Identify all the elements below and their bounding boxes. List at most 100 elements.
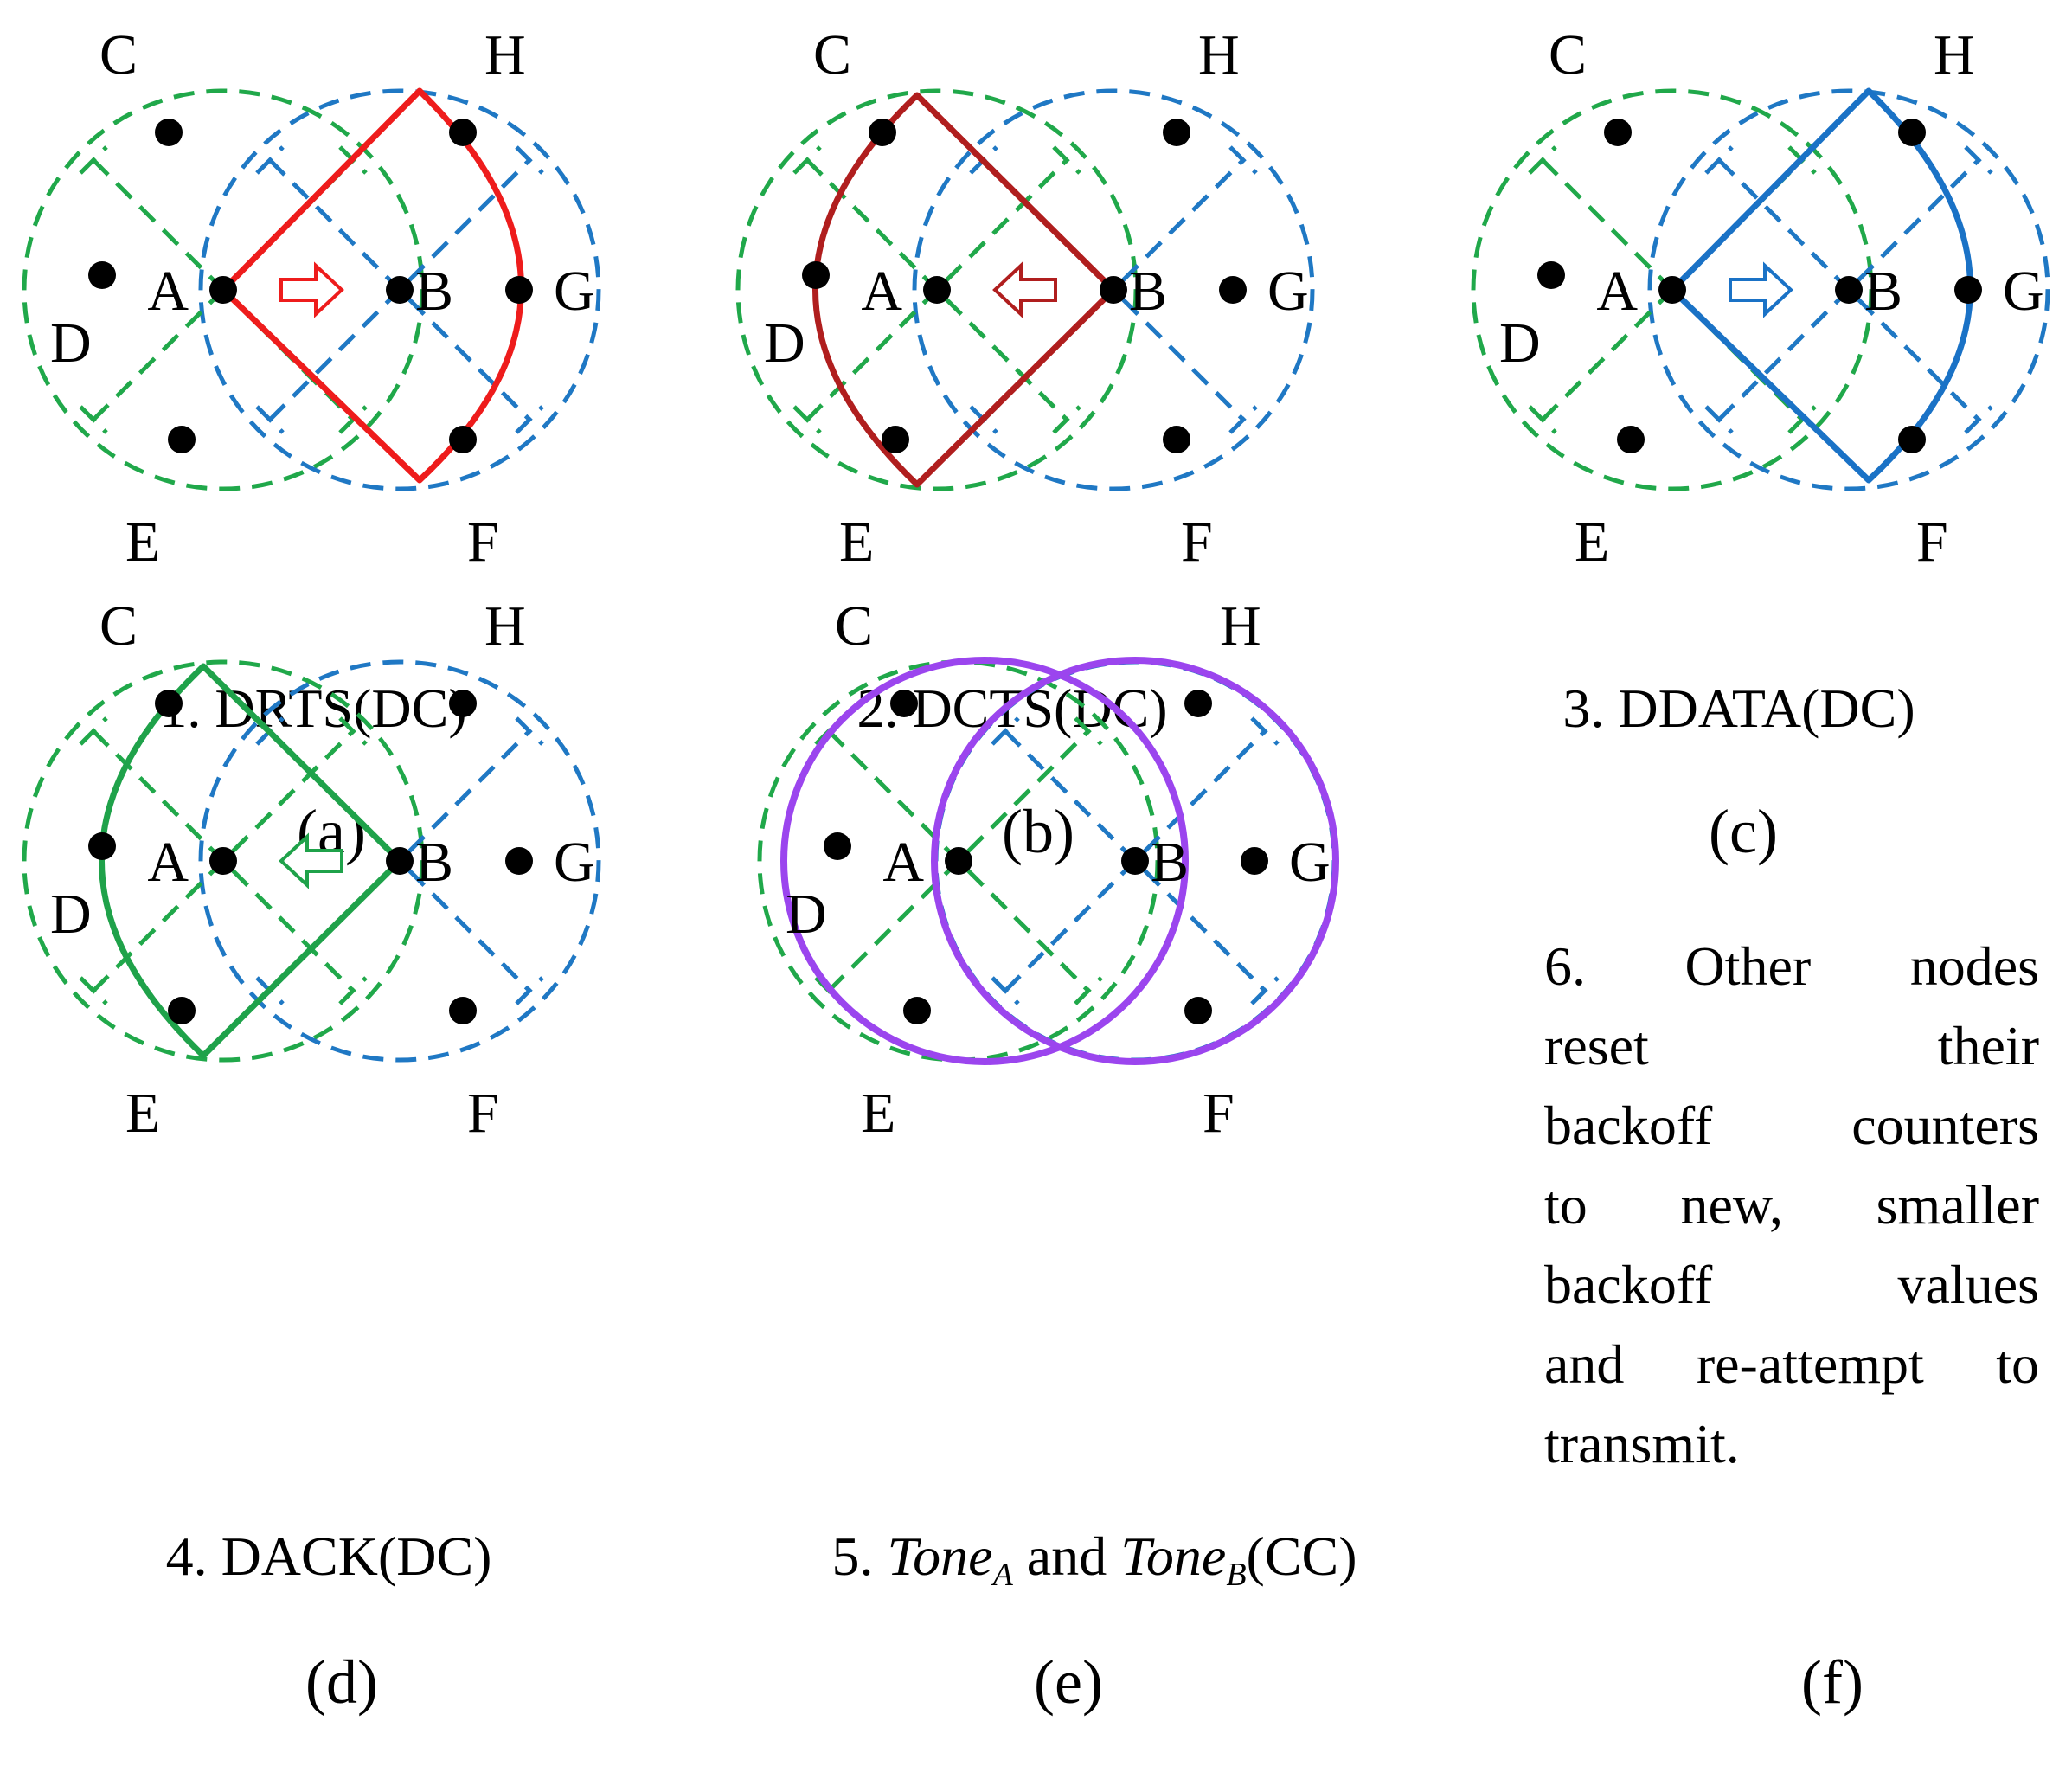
range-hatch xyxy=(79,716,108,746)
node-g xyxy=(505,847,533,875)
node-label-h: H xyxy=(1220,594,1261,658)
note-line: 6. Other nodes xyxy=(1544,935,2039,997)
node-label-f: F xyxy=(1916,511,1948,574)
caption-part: Tone xyxy=(887,1525,992,1587)
sub-label-f: (f) xyxy=(1801,1647,1864,1717)
note-line: backoff counters xyxy=(1544,1095,2039,1156)
range-hatch xyxy=(338,716,368,746)
node-b xyxy=(1835,276,1863,304)
range-circle-b xyxy=(912,88,1315,491)
range-hatch xyxy=(515,145,544,175)
range-hatch xyxy=(1528,145,1557,175)
caption-part: B xyxy=(1226,1557,1246,1593)
node-label-h: H xyxy=(1934,23,1975,87)
node-f xyxy=(1898,426,1926,453)
node-label-d: D xyxy=(764,311,805,375)
range-hatch xyxy=(1704,405,1734,434)
node-f xyxy=(1184,997,1212,1024)
node-d xyxy=(824,832,851,860)
node-label-a: A xyxy=(882,831,924,894)
node-label-g: G xyxy=(554,831,595,894)
direction-arrow-icon xyxy=(279,832,343,889)
caption-part: 5. xyxy=(831,1525,887,1587)
range-hatch xyxy=(515,405,544,434)
node-label-b: B xyxy=(1151,831,1189,894)
sub-label-c: (c) xyxy=(1709,797,1778,866)
node-g xyxy=(1219,276,1247,304)
note-line: reset their xyxy=(1544,1015,2039,1076)
node-e xyxy=(903,997,931,1024)
range-hatch xyxy=(338,976,368,1005)
tone-a-circle xyxy=(780,657,1189,1065)
range-hatch xyxy=(1074,716,1103,746)
range-hatch xyxy=(515,716,544,746)
node-a xyxy=(923,276,951,304)
node-e xyxy=(882,426,909,453)
caption-part: A xyxy=(991,1557,1014,1593)
node-label-a: A xyxy=(861,260,902,323)
node-label-f: F xyxy=(1203,1082,1235,1145)
node-label-c: C xyxy=(1549,23,1587,87)
node-h xyxy=(449,119,477,146)
node-c xyxy=(890,690,918,717)
node-label-f: F xyxy=(467,1082,499,1145)
node-h xyxy=(1898,119,1926,146)
node-d xyxy=(802,261,830,289)
node-c xyxy=(155,119,183,146)
node-e xyxy=(168,997,196,1024)
node-d xyxy=(88,261,116,289)
direction-arrow-icon xyxy=(992,261,1057,318)
caption-a: 1. DRTS(DC) xyxy=(159,678,466,739)
node-h xyxy=(1163,119,1190,146)
node-c xyxy=(869,119,896,146)
node-label-e: E xyxy=(125,511,160,574)
node-label-c: C xyxy=(813,23,851,87)
node-label-e: E xyxy=(839,511,874,574)
node-label-h: H xyxy=(1198,23,1240,87)
node-d xyxy=(88,832,116,860)
node-label-g: G xyxy=(2003,260,2044,323)
node-label-e: E xyxy=(125,1082,160,1145)
node-label-e: E xyxy=(1575,511,1609,574)
range-hatch xyxy=(991,716,1020,746)
node-label-g: G xyxy=(554,260,595,323)
note-line: and re-attempt to xyxy=(1544,1333,2039,1395)
note-line: backoff values xyxy=(1544,1254,2039,1315)
node-c xyxy=(1604,119,1632,146)
node-label-c: C xyxy=(99,23,138,87)
range-hatch xyxy=(1964,145,1993,175)
node-b xyxy=(1100,276,1127,304)
node-label-b: B xyxy=(1129,260,1167,323)
node-label-a: A xyxy=(1596,260,1638,323)
direction-arrow-icon xyxy=(1729,261,1793,318)
range-hatch xyxy=(1052,145,1081,175)
range-hatch xyxy=(792,405,822,434)
caption-part: and xyxy=(1013,1525,1120,1587)
range-circle-a xyxy=(1471,88,1874,491)
node-a xyxy=(1658,276,1686,304)
range-circle-b xyxy=(1647,88,2050,491)
range-hatch xyxy=(1528,405,1557,434)
tone-b-circle xyxy=(931,657,1339,1065)
node-f xyxy=(1163,426,1190,453)
node-label-g: G xyxy=(1267,260,1309,323)
range-hatch xyxy=(991,976,1020,1005)
node-a xyxy=(209,847,237,875)
range-circle-a xyxy=(22,659,425,1063)
range-circle-b xyxy=(198,88,601,491)
range-circle-a xyxy=(735,88,1139,491)
node-a xyxy=(945,847,972,875)
dcts-coverage xyxy=(812,92,1117,488)
note-line: to new, smaller xyxy=(1544,1174,2039,1236)
node-g xyxy=(1954,276,1982,304)
range-hatch xyxy=(255,145,285,175)
node-label-h: H xyxy=(484,594,526,658)
range-hatch xyxy=(1250,976,1280,1005)
range-hatch xyxy=(79,976,108,1005)
node-label-a: A xyxy=(147,260,189,323)
